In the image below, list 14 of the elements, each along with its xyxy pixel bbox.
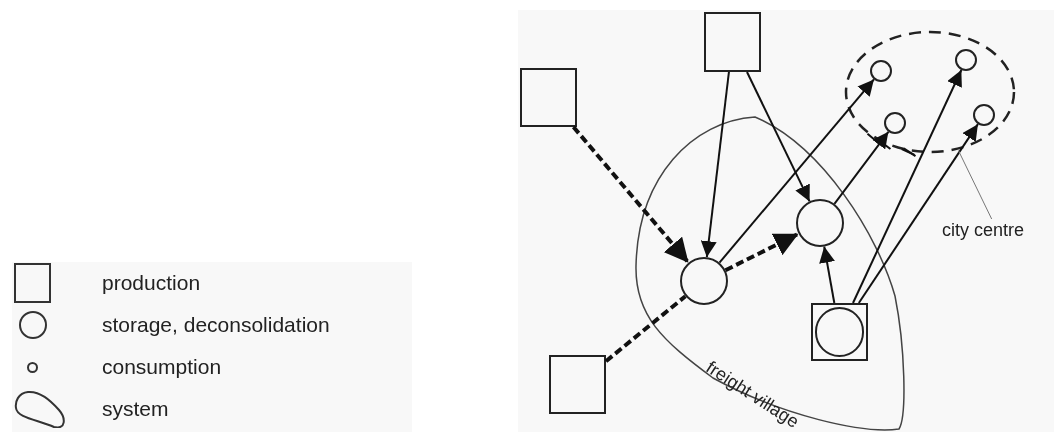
arrow <box>857 123 979 304</box>
legend-label: storage, deconsolidation <box>102 312 330 339</box>
arrow <box>833 130 892 205</box>
legend-label: consumption <box>102 354 222 381</box>
arrow <box>819 245 836 304</box>
legend-label: production <box>102 270 201 297</box>
arrow <box>724 231 800 273</box>
legend-label: system <box>102 396 169 423</box>
arrow <box>746 71 811 203</box>
area-label: city centre <box>942 219 1025 242</box>
arrow <box>571 125 690 264</box>
leader-line <box>957 150 993 220</box>
arrow <box>852 68 963 304</box>
arrow <box>700 71 730 259</box>
